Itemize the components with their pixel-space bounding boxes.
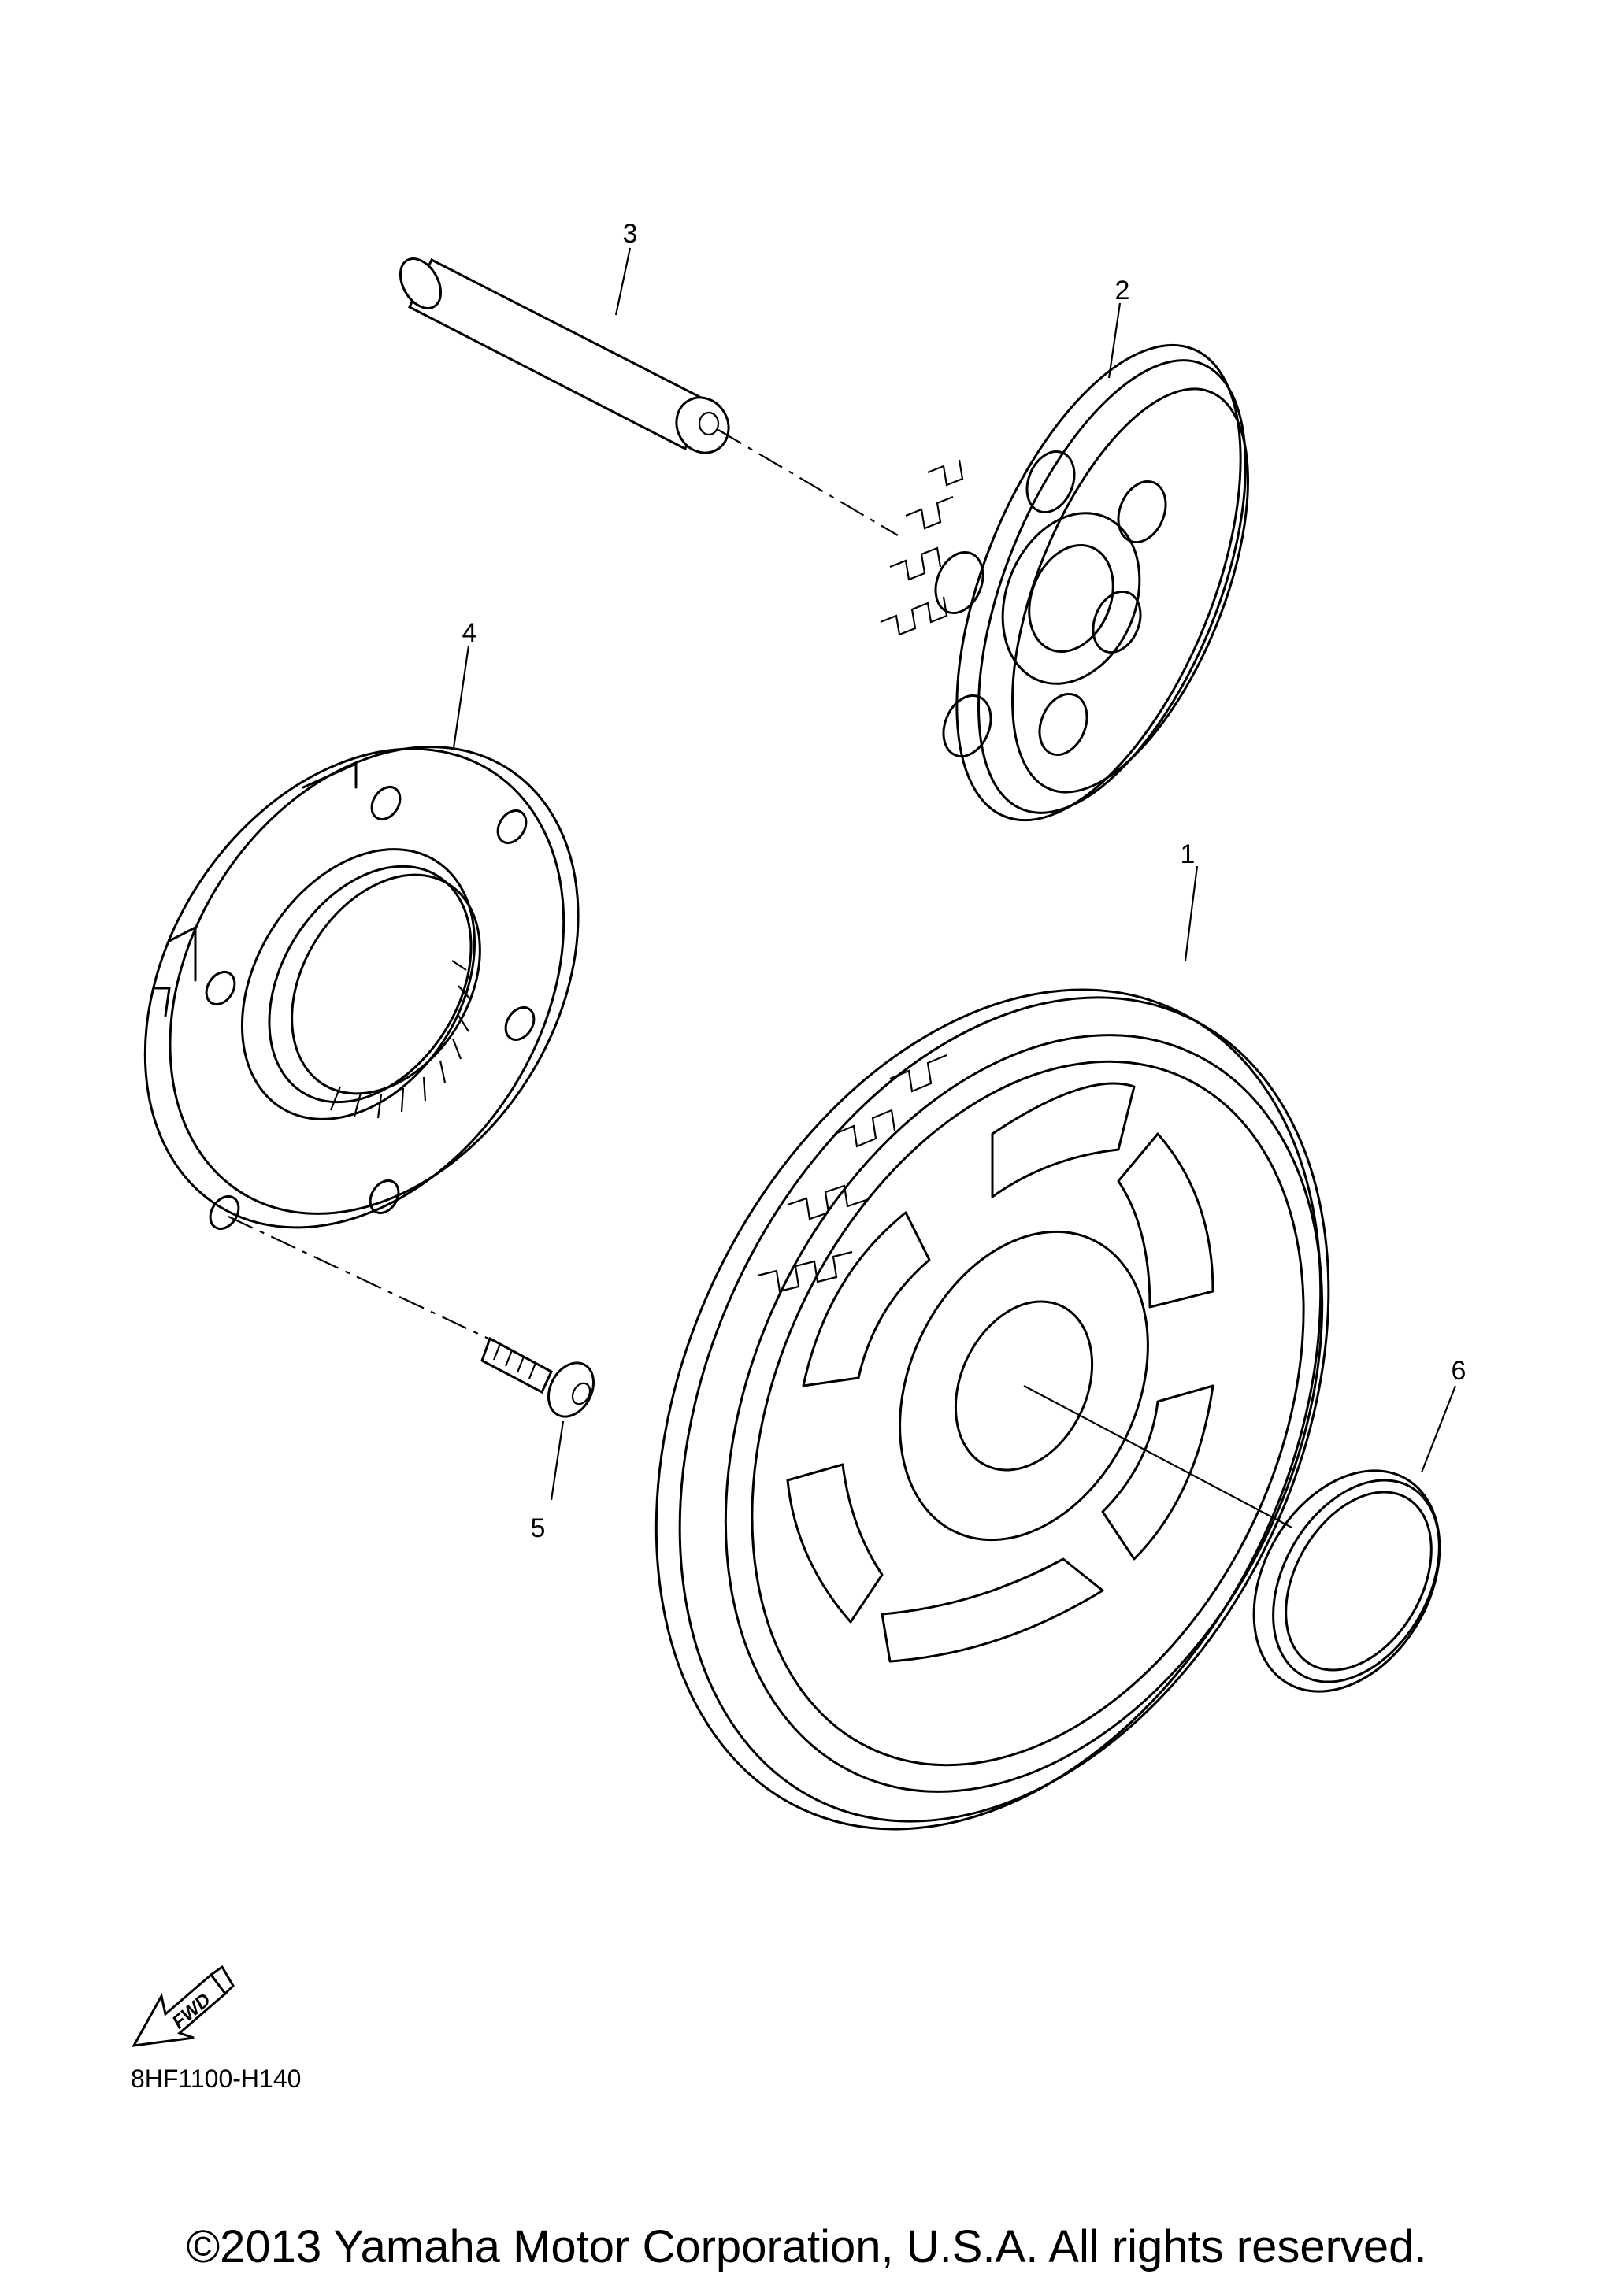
diagram-code: 8HF1100-H140	[131, 2065, 302, 2093]
part-2-idle-gear	[880, 343, 1250, 822]
part-6-washer	[1252, 1469, 1441, 1693]
part-3-shaft	[399, 257, 899, 536]
part-1-starter-gear	[654, 988, 1330, 1831]
callout-6: 6	[1452, 1356, 1467, 1386]
callout-1: 1	[1181, 839, 1196, 869]
part-5-bolt	[480, 1336, 595, 1418]
callout-2: 2	[1115, 276, 1130, 306]
leader-lines	[452, 247, 1457, 1501]
callout-3: 3	[623, 219, 638, 249]
copyright-notice: ©2013 Yamaha Motor Corporation, U.S.A. A…	[186, 2221, 1427, 2272]
callouts: 1 2 3 4 5 6	[462, 219, 1467, 1543]
callout-5: 5	[531, 1513, 546, 1543]
callout-4: 4	[462, 618, 477, 648]
part-4-one-way-clutch	[143, 746, 580, 1339]
fwd-arrow-icon: FWD	[132, 1965, 235, 2047]
